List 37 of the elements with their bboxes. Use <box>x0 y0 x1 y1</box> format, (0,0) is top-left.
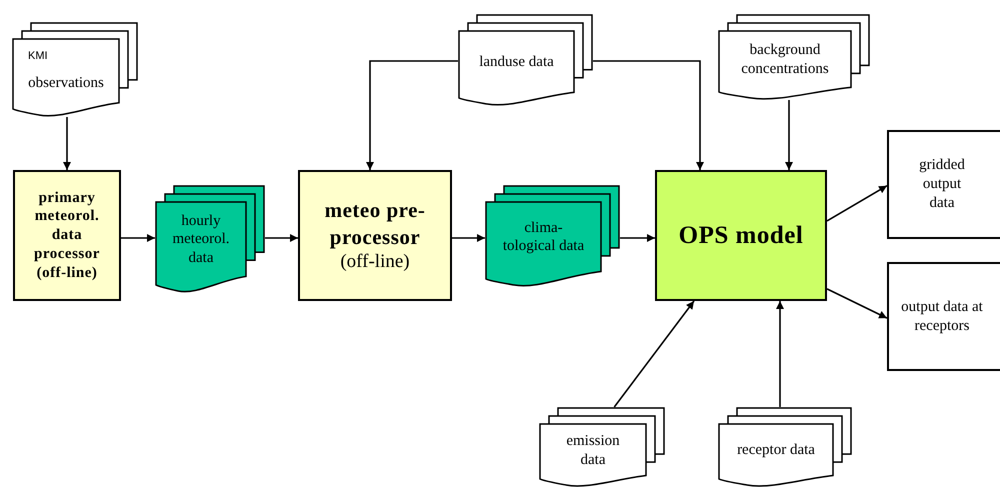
process-box <box>13 170 121 301</box>
process-box <box>887 130 1000 239</box>
node-label: KMI <box>28 50 48 64</box>
process-box <box>887 262 1000 371</box>
node-label: meteo pre-processor <box>324 197 426 250</box>
node-label: landuse data <box>479 53 554 72</box>
arrow <box>593 60 704 170</box>
node-note: (off-line) <box>340 250 410 274</box>
arrow <box>265 234 298 242</box>
arrow <box>785 100 793 170</box>
node-label: OPS model <box>678 220 804 251</box>
document-stack <box>539 407 665 487</box>
arrow <box>776 301 784 407</box>
arrow <box>63 117 71 170</box>
arrow <box>366 60 458 170</box>
document-stack <box>155 185 265 293</box>
node-label: gridded output data <box>918 156 966 213</box>
arrow <box>620 234 655 242</box>
node-label: hourly meteorol. data <box>171 212 231 268</box>
document-stack <box>458 14 593 106</box>
document-stack <box>718 407 852 487</box>
arrow <box>826 288 888 319</box>
node-label: primary meteorol. data processor (off-line) <box>33 188 101 282</box>
node-label: clima-tological data <box>502 218 586 256</box>
node-label: background concentrations <box>740 41 830 79</box>
node-label: receptor data <box>737 441 815 460</box>
node-note: observations <box>28 74 104 93</box>
process-box <box>298 170 452 301</box>
document-stack <box>485 185 620 287</box>
arrow <box>826 185 888 222</box>
node-label: output data at receptors <box>900 298 984 336</box>
process-box <box>655 170 827 301</box>
arrow <box>452 234 485 242</box>
document-stack <box>718 14 870 100</box>
document-stack <box>12 22 138 117</box>
node-label: emission data <box>565 432 621 470</box>
arrow <box>121 234 155 242</box>
